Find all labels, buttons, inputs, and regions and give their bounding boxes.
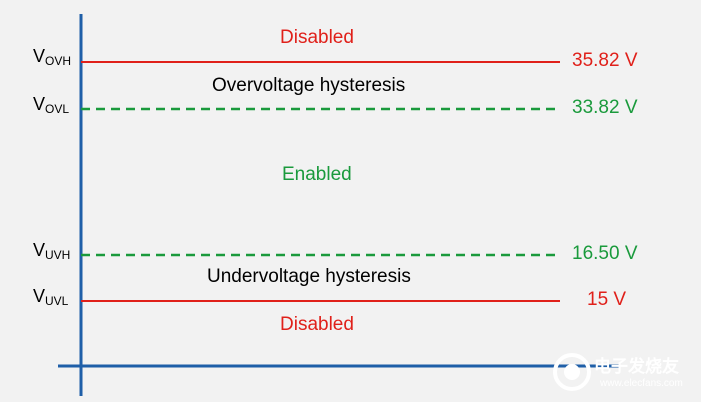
ovl-label: VOVL xyxy=(33,94,70,116)
watermark-logo-icon xyxy=(553,353,591,391)
undervoltage-hysteresis-label: Undervoltage hysteresis xyxy=(207,266,411,287)
uvh-value: 16.50 V xyxy=(572,243,638,264)
uvl-label: VUVL xyxy=(33,286,69,308)
uvl-value: 15 V xyxy=(587,289,627,310)
top-disabled-label: Disabled xyxy=(280,27,354,48)
ovl-value: 33.82 V xyxy=(572,97,638,118)
ovh-label: VOVH xyxy=(33,46,72,68)
watermark-name: 电子发烧友 xyxy=(594,357,679,376)
ovh-value: 35.82 V xyxy=(572,50,638,71)
overvoltage-hysteresis-label: Overvoltage hysteresis xyxy=(212,75,406,96)
watermark-url: www.elecfans.com xyxy=(600,378,683,389)
watermark-logo: 电子发烧友 www.elecfans.com xyxy=(552,348,697,396)
uvh-label: VUVH xyxy=(33,240,71,262)
enabled-label: Enabled xyxy=(282,164,352,185)
bottom-disabled-label: Disabled xyxy=(280,314,354,335)
